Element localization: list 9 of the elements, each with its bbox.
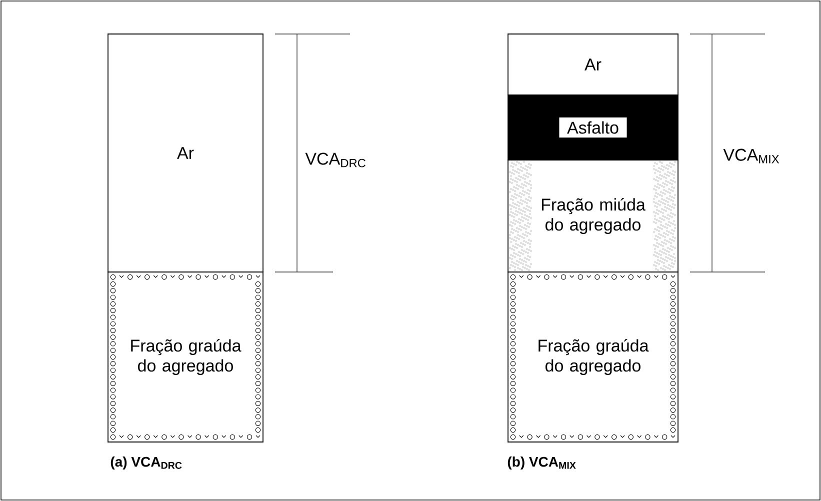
aggregate-layer: Fração miúda do agregado: [508, 160, 678, 272]
panel-caption: (b) VCA$_{MIX}$: [508, 456, 576, 470]
aggregate-layer: Fração graúda do agregado: [108, 272, 264, 442]
layer-box: Ar: [108, 34, 264, 272]
dimension-label: VCA$_{DRC}$: [305, 152, 366, 168]
asphalt-layer: Asfalto: [508, 94, 678, 160]
dimension-label: VCA$_{MIX}$: [723, 148, 780, 164]
aggregate-layer: Fração graúda do agregado: [508, 272, 678, 442]
panel-caption: (a) VCA$_{DRC}$: [110, 456, 182, 470]
